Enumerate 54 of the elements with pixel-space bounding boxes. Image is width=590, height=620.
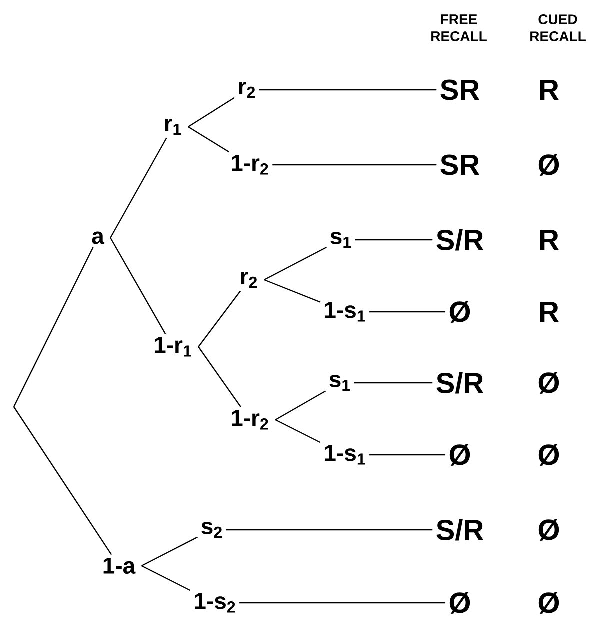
branch-label: s$_{1}$ (330, 232, 352, 248)
branch-label: r$_{1}$ (165, 118, 182, 136)
branch-line (110, 138, 168, 238)
branch-line (240, 602, 446, 604)
outcome-label: Ø (538, 372, 560, 394)
branch-label: 1-a (104, 558, 136, 574)
branch-label: 1-s$_{2}$ (195, 593, 236, 613)
branch-line (272, 164, 437, 166)
outcome-label: Ø (538, 592, 560, 614)
outcome-label: Ø (450, 592, 470, 614)
outcome-label: Ø (538, 519, 560, 541)
outcome-label: Ø (538, 444, 560, 466)
branch-label: s$_{2}$ (202, 522, 222, 538)
branch-line (188, 97, 235, 128)
branch-line (370, 454, 446, 456)
branch-label: 1-r$_{2}$ (232, 410, 268, 430)
branch-line (198, 290, 242, 348)
outcome-label: S/R (436, 229, 484, 251)
branch-line (264, 279, 321, 303)
branch-line (110, 238, 166, 334)
branch-label: r$_{2}$ (241, 272, 258, 288)
branch-line (142, 565, 191, 592)
branch-line (198, 346, 242, 408)
branch-label: 1-r$_{1}$ (155, 337, 192, 357)
branch-line (142, 536, 198, 567)
outcome-label: S/R (436, 519, 484, 541)
branch-label: r$_{2}$ (239, 82, 256, 98)
column-header: FREE RECALL (432, 14, 487, 42)
outcome-label: Ø (538, 154, 560, 176)
branch-line (14, 406, 112, 556)
branch-line (259, 89, 437, 91)
branch-line (226, 529, 433, 531)
branch-label: a (92, 232, 105, 244)
branch-label: 1-s$_{1}$ (325, 302, 366, 322)
branch-line (188, 126, 230, 153)
branch-line (370, 311, 446, 313)
column-header: CUED RECALL (530, 14, 586, 42)
branch-label: 1-s$_{1}$ (325, 445, 366, 465)
outcome-label: Ø (450, 444, 470, 466)
outcome-label: SR (440, 154, 480, 176)
branch-line (355, 239, 433, 241)
outcome-label: R (540, 80, 559, 100)
branch-label: 1-r$_{2}$ (232, 155, 268, 175)
branch-line (275, 419, 321, 444)
branch-label: s$_{1}$ (330, 374, 350, 392)
branch-line (13, 247, 94, 408)
outcome-label: S/R (436, 372, 484, 394)
branch-line (275, 390, 326, 421)
outcome-label: R (540, 302, 559, 322)
outcome-label: SR (440, 80, 480, 100)
outcome-label: Ø (450, 301, 470, 323)
branch-line (264, 246, 327, 281)
outcome-label: R (540, 230, 559, 250)
branch-line (354, 382, 433, 384)
